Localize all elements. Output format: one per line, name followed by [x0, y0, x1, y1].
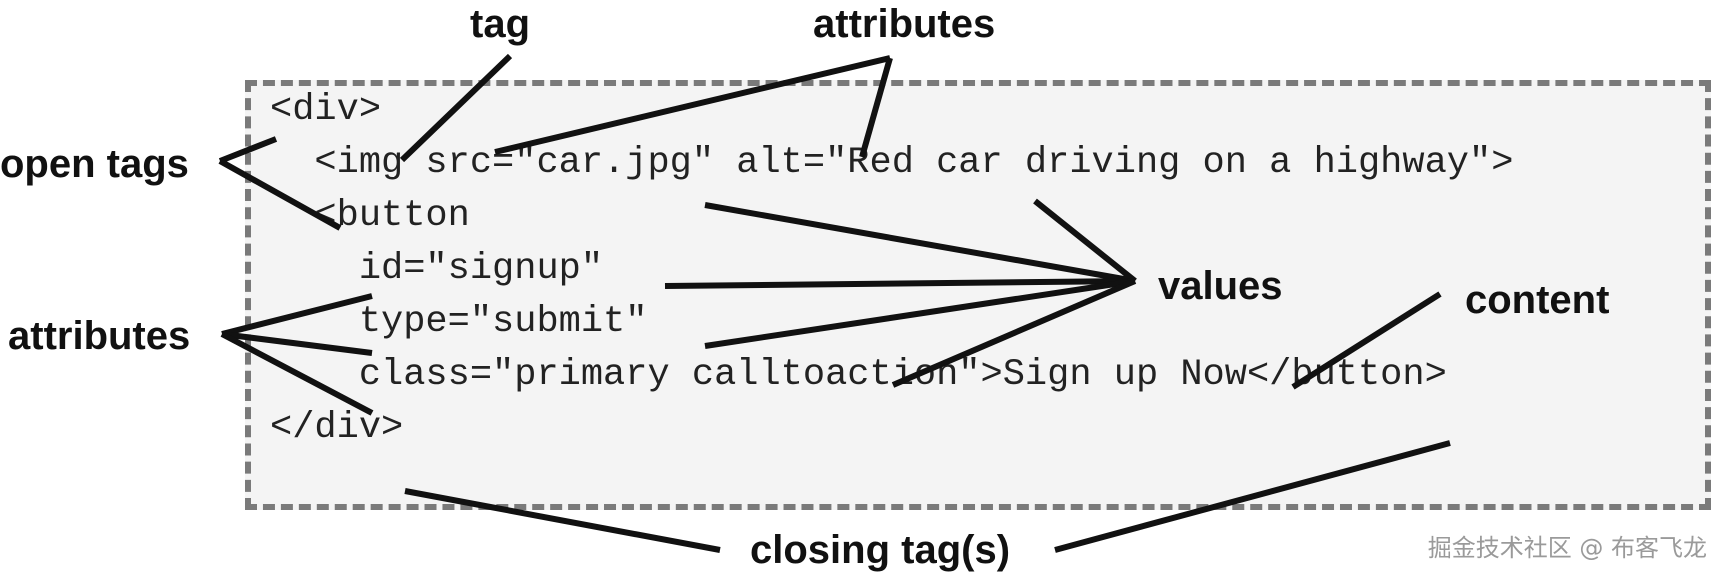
- code-line-img: <img src="car.jpg" alt="Red car driving …: [270, 142, 1514, 184]
- code-line-type: type="submit": [270, 301, 648, 343]
- values-class-line: [891, 278, 1137, 388]
- values-red-car-line: [1033, 198, 1137, 284]
- label-attributes-left: attributes: [8, 314, 191, 358]
- attributes-left-type-line: [221, 331, 373, 356]
- attributes-top-left-line: [494, 55, 891, 155]
- label-closing-tags: closing tag(s): [750, 528, 1011, 572]
- content-pointer-line: [1291, 291, 1442, 390]
- code-line-div-open: <div>: [270, 89, 382, 131]
- attributes-top-right-line: [859, 57, 893, 158]
- label-attributes-top: attributes: [813, 2, 996, 46]
- values-signup-line: [664, 278, 1136, 289]
- code-box: [245, 80, 1711, 510]
- code-line-button-open: <button: [270, 195, 470, 237]
- attributes-left-class-line: [220, 331, 374, 416]
- label-open-tags: open tags: [0, 142, 189, 186]
- open-tags-upper-line: [218, 136, 278, 164]
- attributes-left-id-line: [221, 293, 373, 337]
- code-line-id: id="signup": [270, 248, 604, 290]
- label-tag: tag: [470, 2, 530, 46]
- watermark: 掘金技术社区 @ 布客飞龙: [1427, 534, 1707, 562]
- label-content: content: [1465, 278, 1610, 322]
- tag-pointer-line: [399, 53, 513, 163]
- closing-tags-div-line: [404, 488, 721, 553]
- values-submit-line: [704, 278, 1136, 349]
- closing-tags-button-line: [1054, 440, 1451, 553]
- code-line-div-close: </div>: [270, 407, 404, 449]
- label-values: values: [1158, 264, 1283, 308]
- open-tags-lower-line: [218, 158, 342, 231]
- values-car-line: [704, 202, 1136, 284]
